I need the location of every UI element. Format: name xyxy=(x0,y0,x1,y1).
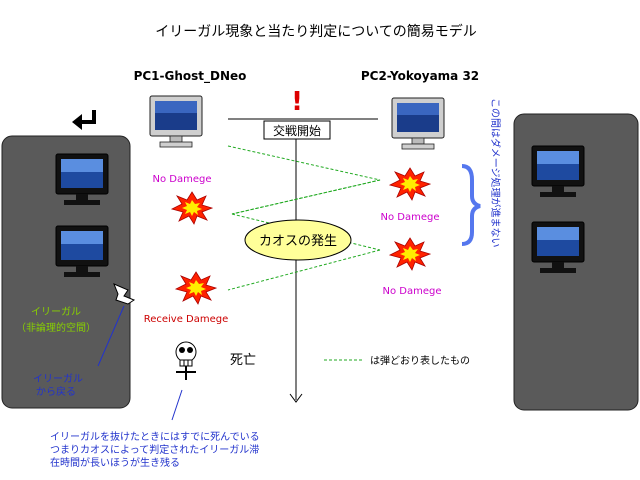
pc1-label: PC1-Ghost_DNeo xyxy=(134,69,247,84)
no-damage-label-1: No Damege xyxy=(153,174,212,185)
receive-damage-label: Receive Damege xyxy=(144,314,229,325)
no-damage-label-2: No Damege xyxy=(381,212,440,223)
illegal-return-label-2: から戻る xyxy=(36,385,76,398)
explosion-icon xyxy=(175,271,217,305)
return-arrow-icon xyxy=(113,283,136,305)
chaos-label: カオスの発生 xyxy=(259,234,337,249)
explosion-icon xyxy=(389,167,431,201)
explosion-icon xyxy=(171,191,213,225)
illegal-return-label-1: イリーガル xyxy=(33,373,83,385)
no-damage-label-3: No Damege xyxy=(383,286,442,297)
pc2-label: PC2-Yokoyama 32 xyxy=(361,69,479,83)
illegal-sub-label: （非論理的空間） xyxy=(16,321,96,334)
pc1-monitor-icon xyxy=(149,95,203,148)
exclamation-icon: ! xyxy=(291,87,303,117)
legend-text: は弾どおり表したもの xyxy=(370,354,470,367)
bullet-paths xyxy=(227,145,381,291)
time-axis-arrowhead xyxy=(289,393,303,403)
bottom-note-2: つまりカオスによって判定されたイリーガル滞 xyxy=(50,443,259,456)
interval-brace xyxy=(461,164,481,246)
vertical-note: この間はダメージ処理が進まない xyxy=(489,98,502,248)
death-pointer-line xyxy=(171,389,183,421)
pc2-monitor-icon xyxy=(391,97,445,150)
explosion-icon xyxy=(389,237,431,271)
enter-arrow-icon xyxy=(72,110,96,130)
diagram-title: イリーガル現象と当たり判定についての簡易モデル xyxy=(155,23,477,40)
skull-icon xyxy=(175,341,197,380)
battle-start-box xyxy=(263,120,331,140)
illegal-label: イリーガル xyxy=(31,306,81,318)
battle-start-label: 交戦開始 xyxy=(273,123,321,138)
death-label: 死亡 xyxy=(230,353,256,368)
bottom-note-3: 在時間が長いほうが生き残る xyxy=(50,456,180,469)
return-pointer-line xyxy=(97,305,125,367)
chaos-ellipse xyxy=(244,219,352,261)
bottom-note-1: イリーガルを抜けたときにはすでに死んでいる xyxy=(50,430,260,443)
